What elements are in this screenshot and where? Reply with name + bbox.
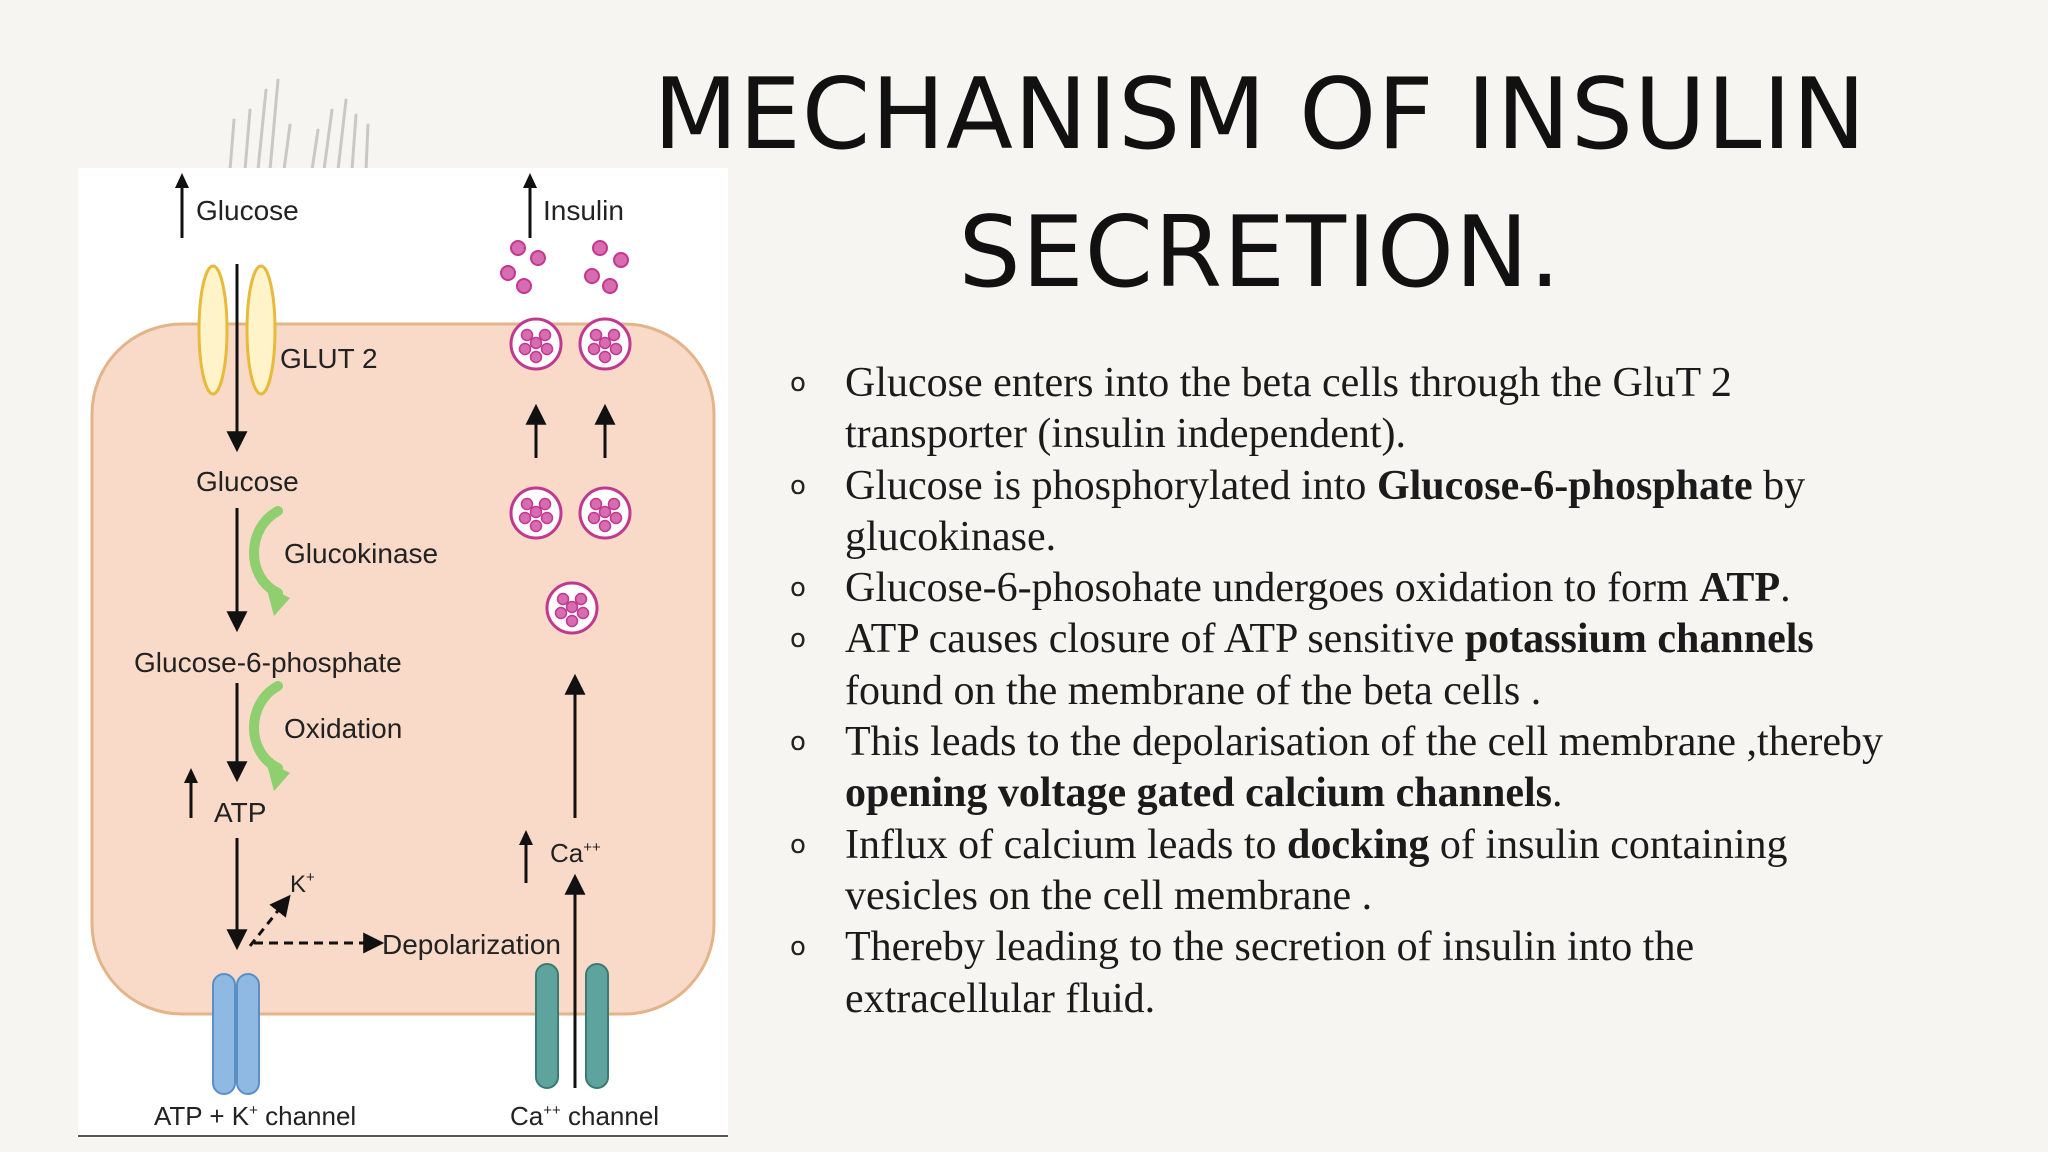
- label-k-ion: K+: [290, 869, 315, 898]
- oxidation-arrow: [249, 681, 283, 773]
- bullet-marker: o: [790, 470, 806, 501]
- bullet-emphasis: ATP: [1699, 565, 1781, 612]
- bullet-text: Glucose enters into the beta cells throu…: [845, 360, 1732, 458]
- bullet-emphasis: docking: [1287, 821, 1430, 868]
- insulin-vesicle: [545, 581, 599, 635]
- bullet-text: .: [1552, 770, 1563, 817]
- bullet-text: by glucokinase.: [845, 462, 1806, 560]
- insulin-vesicle: [578, 486, 632, 540]
- insulin-granule: [516, 278, 532, 294]
- label-atp-k-channel: ATP + K+ channel: [154, 1101, 356, 1131]
- insulin-granule: [592, 240, 608, 256]
- label-glut2: GLUT 2: [280, 343, 378, 374]
- bullet-list: o Glucose enters into the beta cells thro…: [790, 358, 1900, 1025]
- glucokinase-arrow: [249, 506, 283, 598]
- label-glucose-mid: Glucose: [196, 466, 299, 497]
- title-line-2: SECRETION.: [958, 196, 1562, 310]
- bullet-item: o Glucose enters into the beta cells thro…: [790, 358, 1900, 461]
- label-ca-ion: Ca++: [550, 838, 601, 868]
- k-efflux-arrow: [248, 894, 291, 947]
- bullet-text: Influx of calcium leads to: [845, 821, 1288, 868]
- bullet-text: of insulin containing vesicles on the ce…: [845, 821, 1788, 919]
- atp-k-channel: [212, 973, 260, 1095]
- bullet-marker: o: [790, 573, 806, 604]
- label-insulin: Insulin: [543, 195, 624, 226]
- bullet-marker: o: [790, 932, 806, 963]
- label-glucokinase: Glucokinase: [284, 538, 438, 569]
- label-ca-channel: Ca++ channel: [510, 1101, 659, 1131]
- title-line-1: MECHANISM OF INSULIN: [653, 58, 1867, 172]
- bullet-item: o Glucose-6-phosohate undergoes oxidation…: [790, 563, 1900, 614]
- label-atp: ATP: [214, 797, 266, 828]
- insulin-secretion-diagram: Glucose Insulin GLUT 2 Glucose Glucokina…: [78, 168, 728, 1138]
- bullet-marker: o: [790, 624, 806, 655]
- glut2-transporter: [197, 264, 277, 396]
- bullet-marker: o: [790, 368, 806, 398]
- label-glucose-6-phosphate: Glucose-6-phosphate: [134, 647, 402, 678]
- bullet-text: .: [1780, 565, 1791, 612]
- insulin-vesicles: [500, 240, 632, 635]
- insulin-vesicle: [509, 486, 563, 540]
- insulin-granule: [500, 265, 516, 281]
- bullet-marker: o: [790, 727, 806, 758]
- bullet-item: o ATP causes closure of ATP sensitive pot…: [790, 614, 1900, 717]
- insulin-granule: [613, 252, 629, 268]
- oxidation-arrowhead: [266, 761, 290, 791]
- bullet-marker: o: [790, 829, 806, 860]
- beta-cell-body: [90, 322, 716, 1016]
- bullet-emphasis: potassium channels: [1464, 616, 1814, 663]
- insulin-vesicle: [509, 317, 563, 371]
- bullet-item: o This leads to the depolarisation of the…: [790, 717, 1900, 820]
- glucokinase-arrowhead: [266, 586, 290, 616]
- bullet-text: Glucose-6-phosohate undergoes oxidation …: [845, 565, 1700, 612]
- insulin-granule: [510, 240, 526, 256]
- ca-channel: [535, 963, 609, 1089]
- bullet-emphasis: opening voltage gated calcium channels: [845, 770, 1553, 817]
- bullet-text: found on the membrane of the beta cells …: [845, 667, 1542, 714]
- insulin-vesicle: [578, 317, 632, 371]
- bullet-text: ATP causes closure of ATP sensitive: [845, 616, 1465, 663]
- bullet-item: o Influx of calcium leads to docking of i…: [790, 820, 1900, 923]
- bullet-text: This leads to the depolarisation of the …: [845, 719, 1883, 766]
- label-glucose-top: Glucose: [196, 195, 299, 226]
- insulin-granule: [584, 268, 600, 284]
- diagram-canvas: Glucose Insulin GLUT 2 Glucose Glucokina…: [78, 168, 728, 1138]
- bullet-item: o Thereby leading to the secretion of ins…: [790, 922, 1900, 1025]
- bullet-text: Thereby leading to the secretion of insu…: [845, 924, 1695, 1022]
- decorative-strokes: [228, 78, 370, 172]
- label-depolarization: Depolarization: [382, 929, 561, 960]
- bullet-text: Glucose is phosphorylated into: [845, 462, 1377, 509]
- bullet-emphasis: Glucose-6-phosphate: [1376, 462, 1753, 509]
- slide-title: MECHANISM OF INSULIN SECRETION.: [640, 46, 1880, 322]
- bullet-item: o Glucose is phosphorylated into Glucose-…: [790, 461, 1900, 564]
- insulin-granule: [602, 278, 618, 294]
- label-oxidation: Oxidation: [284, 713, 402, 744]
- insulin-granule: [530, 250, 546, 266]
